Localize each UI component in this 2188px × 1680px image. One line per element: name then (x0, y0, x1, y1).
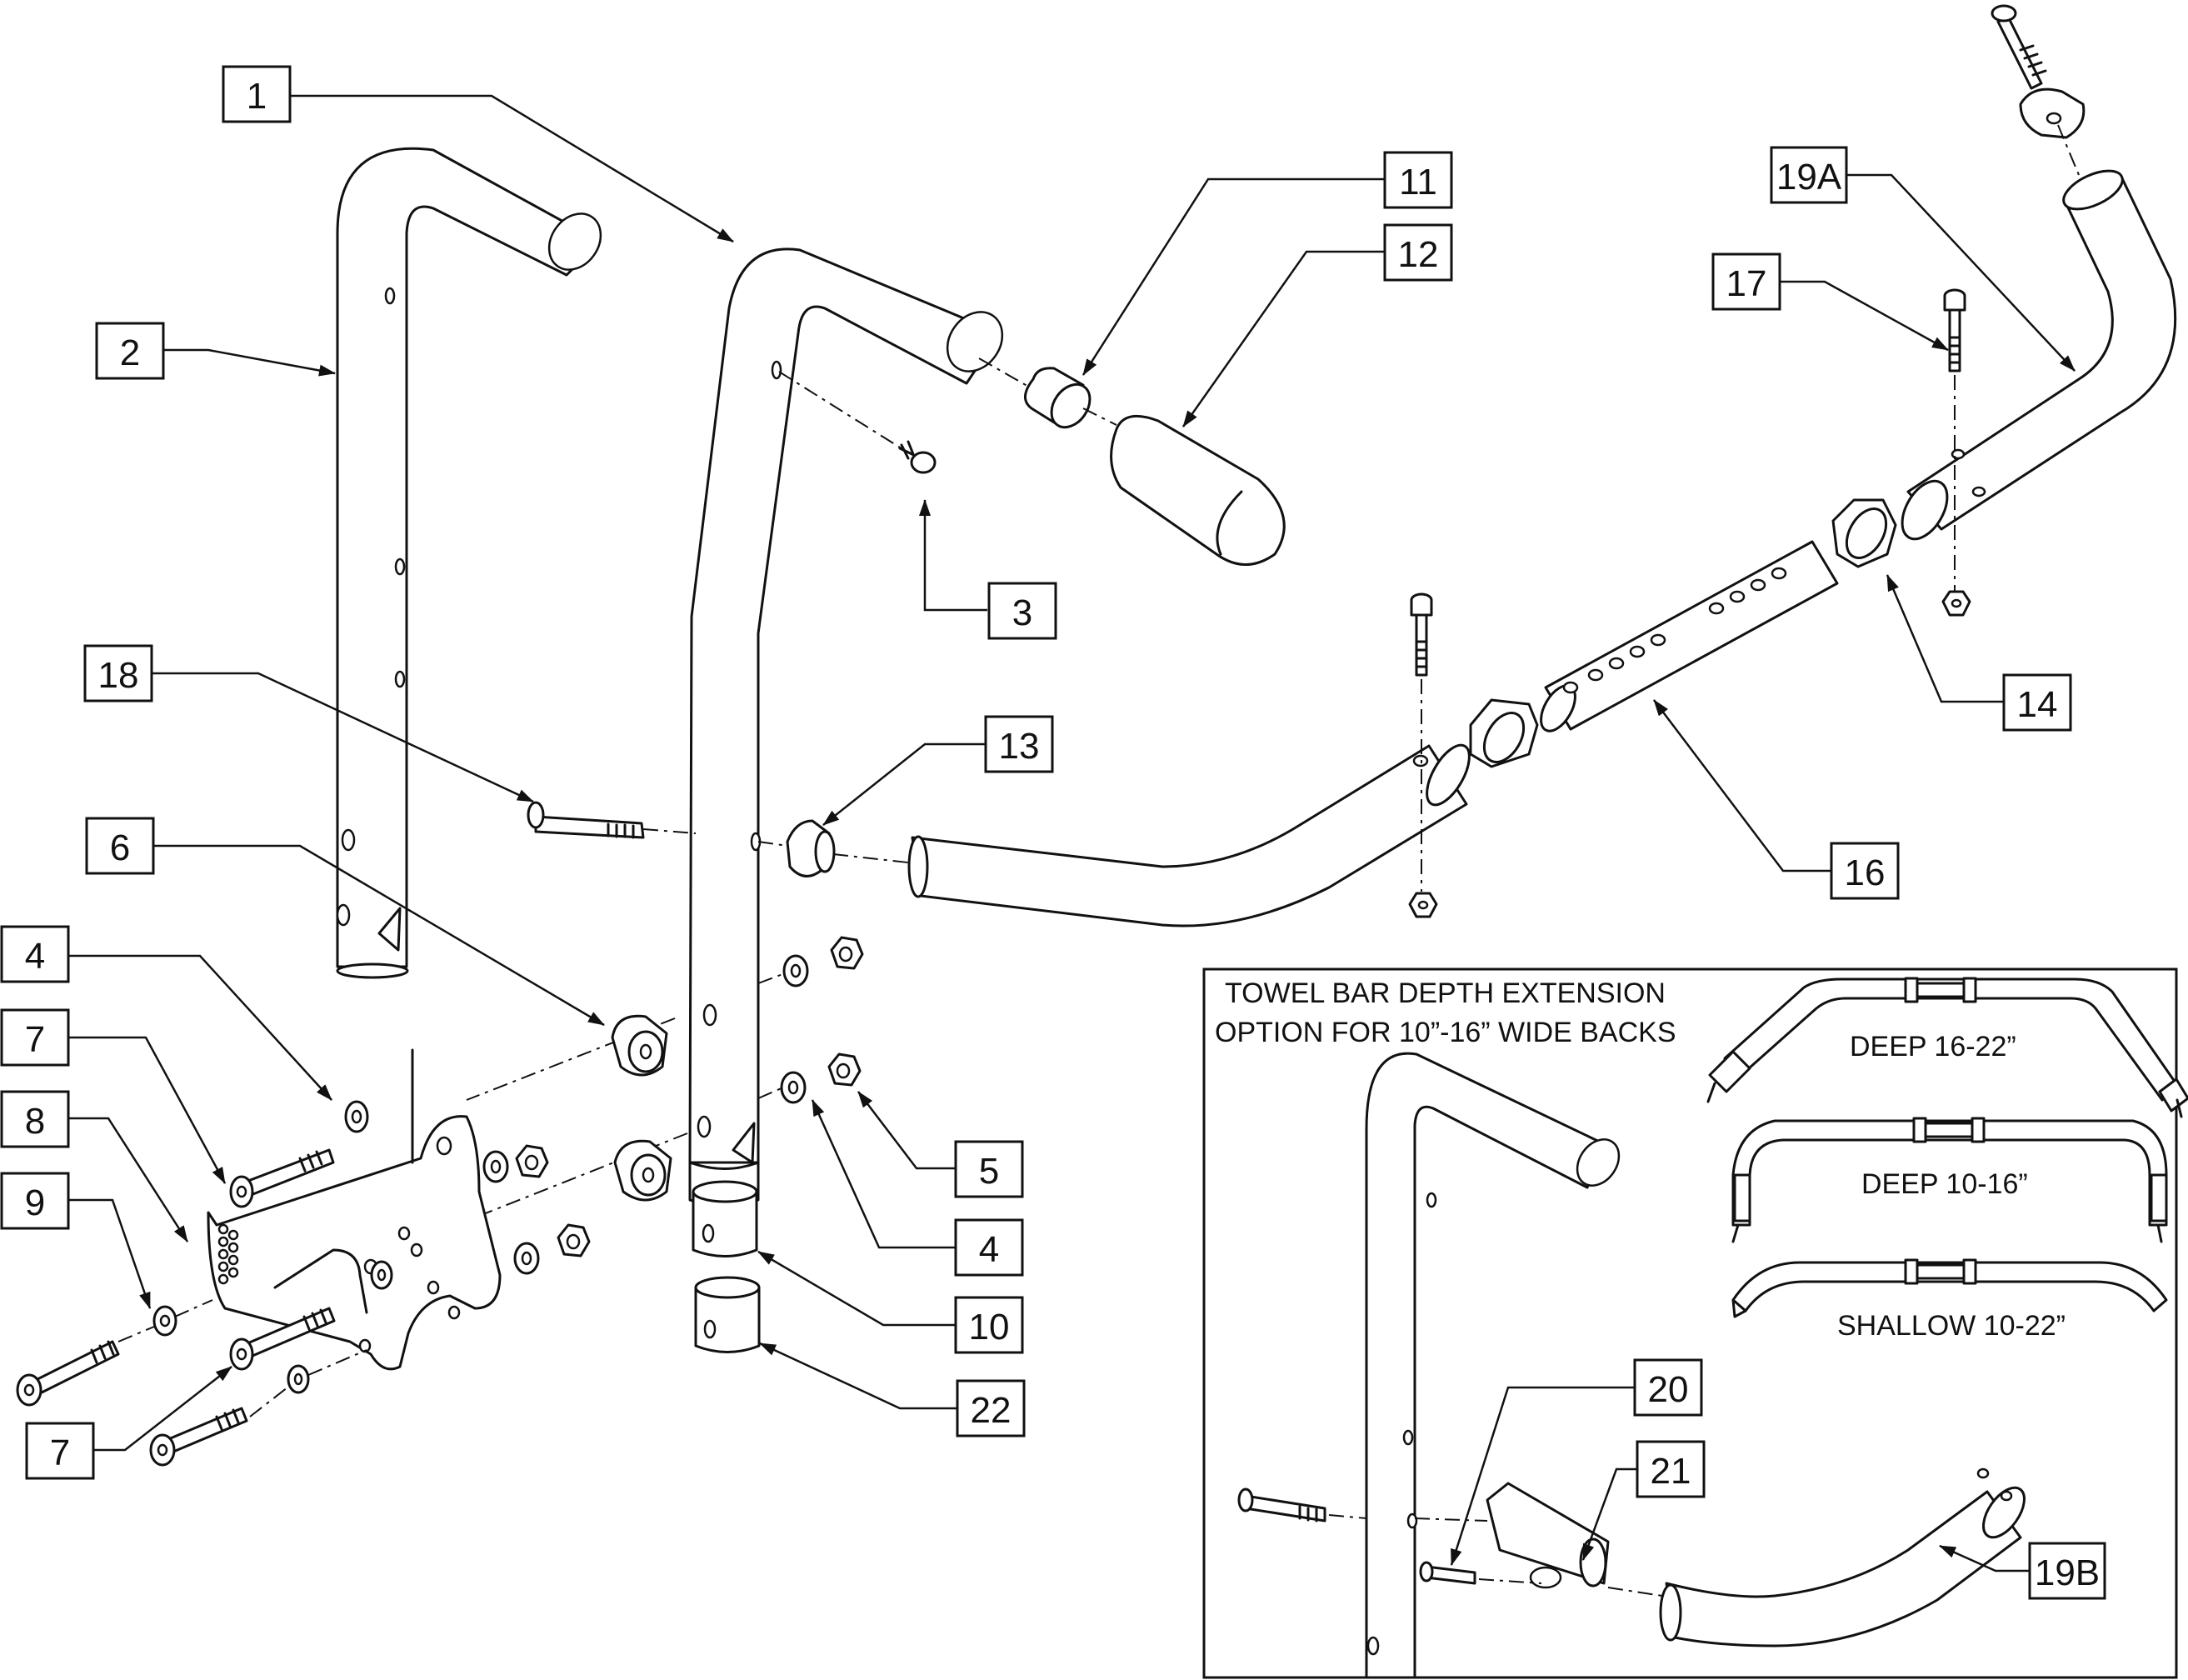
svg-text:17: 17 (1726, 263, 1767, 304)
callout-5: 5 (954, 1140, 1024, 1198)
leader-lines (55, 94, 2076, 1572)
callout-14: 14 (2002, 673, 2072, 732)
plate-washer-nut-lower (513, 1223, 591, 1275)
callout-19a: 19A (1770, 146, 1848, 204)
option-label-deep-10-16: DEEP 10-16” (1861, 1168, 2028, 1200)
washer-9 (152, 1305, 177, 1337)
svg-text:14: 14 (2017, 684, 2058, 725)
back-post-left (336, 147, 602, 979)
nut-lower (827, 1052, 862, 1087)
callout-22: 22 (956, 1379, 1026, 1438)
bolt-7-middle (229, 1307, 336, 1371)
washer-lower (780, 1071, 807, 1104)
option-label-shallow-10-22: SHALLOW 10-22” (1837, 1310, 2066, 1342)
svg-text:7: 7 (25, 1019, 45, 1060)
clamp-14 (1831, 498, 1897, 568)
spacer-6-lower (613, 1139, 672, 1202)
svg-text:3: 3 (1012, 592, 1032, 633)
callout-18: 18 (83, 644, 153, 702)
option-label-deep-16-22: DEEP 16-22” (1850, 1031, 2016, 1062)
callout-10: 10 (954, 1296, 1024, 1354)
washer-upper (782, 954, 809, 988)
callout-19b: 19B (2028, 1542, 2106, 1600)
svg-text:16: 16 (1845, 852, 1886, 893)
towel-bar-arm (907, 743, 1471, 928)
extension-tube-16 (1540, 540, 1839, 732)
option-bar-shallow-10-22 (1731, 1258, 2168, 1318)
clamp-13 (786, 819, 836, 878)
svg-text:18: 18 (98, 655, 139, 696)
svg-text:4: 4 (25, 936, 45, 977)
option-bar-deep-10-16 (1731, 1117, 2168, 1243)
callout-6: 6 (85, 817, 155, 875)
svg-text:11: 11 (1399, 162, 1437, 202)
bracket-plate-8 (207, 1048, 502, 1371)
bolt-vertical-left (1410, 592, 1433, 677)
nut-right (1941, 590, 1971, 617)
svg-text:19B: 19B (2035, 1552, 2100, 1593)
bolt-7-lower (149, 1407, 248, 1467)
callout-3: 3 (987, 582, 1057, 640)
option-bar-deep-16-22 (1706, 977, 2188, 1118)
callout-4-right: 4 (954, 1218, 1024, 1277)
top-cap (2019, 88, 2086, 139)
svg-text:21: 21 (1651, 1451, 1691, 1492)
bolt-17 (1943, 288, 1966, 372)
callout-2: 2 (95, 322, 165, 380)
svg-text:20: 20 (1648, 1369, 1689, 1410)
callout-4-left: 4 (0, 925, 70, 983)
bolt-7-upper (229, 1148, 335, 1208)
plate-washer-nut-upper (482, 1144, 549, 1183)
svg-text:1: 1 (247, 76, 267, 117)
upper-arm-19a (1901, 169, 2177, 541)
bolt-lower-left (16, 1340, 120, 1407)
callout-8: 8 (0, 1090, 70, 1148)
nut-upper (830, 936, 864, 970)
callout-7-lower: 7 (25, 1422, 95, 1480)
inset-panel: TOWEL BAR DEPTH EXTENSION OPTION FOR 10”… (1202, 968, 2188, 1679)
grip-12 (1110, 414, 1286, 566)
screw-3 (898, 440, 937, 474)
nut-left (1408, 892, 1438, 918)
svg-text:2: 2 (120, 332, 140, 373)
washer-4-left (344, 1100, 369, 1133)
svg-text:5: 5 (979, 1151, 999, 1192)
plug-11 (1024, 367, 1092, 429)
callout-21: 21 (1636, 1440, 1706, 1498)
svg-text:4: 4 (979, 1229, 999, 1270)
callout-11: 11 (1383, 151, 1453, 209)
bushing-22 (694, 1276, 761, 1353)
bushing-10 (692, 1180, 758, 1258)
callout-9: 9 (0, 1172, 70, 1230)
svg-text:22: 22 (971, 1390, 1012, 1431)
svg-text:8: 8 (25, 1101, 45, 1142)
callout-16: 16 (1830, 842, 1900, 900)
clamp-ring-left (1469, 698, 1539, 768)
bolt-18 (527, 801, 645, 839)
callout-20: 20 (1633, 1358, 1703, 1417)
callout-17: 17 (1711, 252, 1781, 311)
washer-middle (370, 1260, 393, 1290)
callout-12: 12 (1383, 223, 1453, 282)
svg-text:19A: 19A (1776, 157, 1842, 198)
inset-title-line2: OPTION FOR 10”-16” WIDE BACKS (1215, 1017, 1676, 1048)
spacer-6-upper (611, 1014, 668, 1077)
callout-1: 1 (222, 65, 292, 123)
svg-text:7: 7 (50, 1432, 70, 1473)
callout-7-upper: 7 (0, 1008, 70, 1067)
svg-text:10: 10 (969, 1307, 1010, 1348)
svg-text:13: 13 (999, 726, 1040, 767)
svg-text:6: 6 (110, 828, 130, 868)
svg-text:12: 12 (1398, 234, 1439, 275)
inset-title-line1: TOWEL BAR DEPTH EXTENSION (1225, 978, 1666, 1009)
top-screw (1991, 4, 2047, 90)
washer-lower-left (287, 1364, 310, 1394)
svg-text:9: 9 (25, 1182, 45, 1223)
callout-13: 13 (984, 715, 1054, 773)
